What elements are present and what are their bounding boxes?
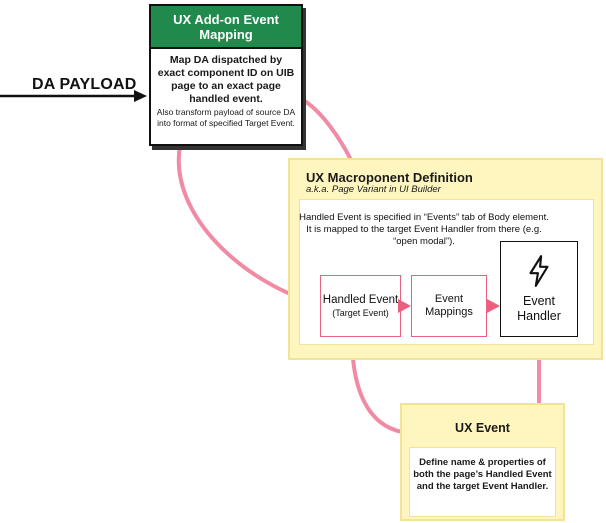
event-handler-label: Event Handler <box>517 294 561 323</box>
macroponent-title: UX Macroponent Definition <box>306 170 473 185</box>
ux-event-inner-panel <box>409 447 556 517</box>
event-handler-box: Event Handler <box>500 241 578 337</box>
handled-event-sublabel: (Target Event) <box>332 307 389 318</box>
event-mappings-box: Event Mappings <box>411 275 487 337</box>
macroponent-subtitle: a.k.a. Page Variant in UI Builder <box>306 184 441 195</box>
mapping-card-title: UX Add-on Event Mapping <box>151 6 301 49</box>
lightning-bolt-icon <box>529 255 549 287</box>
mapping-card: UX Add-on Event Mapping Map DA dispatche… <box>149 4 303 146</box>
mapping-card-description: Map DA dispatched by exact component ID … <box>157 54 295 105</box>
arrow-mappings-to-handler-head <box>487 299 500 313</box>
ux-event-description: Define name & properties of both the pag… <box>413 457 552 492</box>
da-payload-label: DA PAYLOAD <box>32 76 137 93</box>
mapping-card-body: Map DA dispatched by exact component ID … <box>151 49 301 128</box>
handled-event-box: Handled Event (Target Event) <box>320 275 401 337</box>
arrow-handled-to-mappings-head <box>398 299 411 313</box>
macroponent-description: Handled Event is specified in “Events” t… <box>299 212 549 247</box>
mapping-card-note: Also transform payload of source DA into… <box>156 107 296 128</box>
ux-event-title: UX Event <box>455 421 510 435</box>
handled-event-label: Handled Event <box>322 293 399 306</box>
payload-arrowhead <box>134 90 147 102</box>
connector-mapping-to-macroponent <box>301 98 352 160</box>
event-mappings-label: Event Mappings <box>425 293 473 318</box>
